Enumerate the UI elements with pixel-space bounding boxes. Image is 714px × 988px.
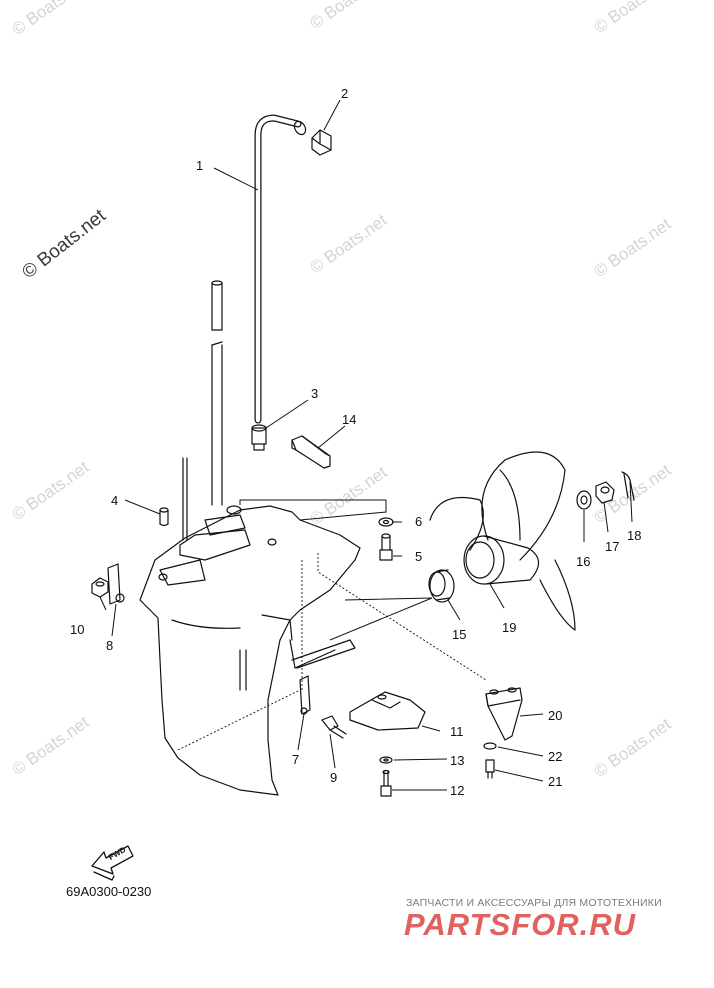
anode-part-7	[299, 675, 311, 715]
callout-15: 15	[452, 627, 467, 642]
shop-tagline: ЗАПЧАСТИ И АКСЕССУАРЫ ДЛЯ МОТОТЕХНИКИ	[406, 897, 662, 909]
callout-9: 9	[330, 770, 338, 785]
dowel-pin-part-4	[159, 507, 169, 527]
cotter-pin-part-18	[621, 471, 635, 501]
bolt-part-5	[379, 533, 393, 561]
washer-part-22	[483, 742, 497, 750]
washer-part-6	[378, 517, 394, 527]
anode-part-8	[107, 563, 125, 605]
callout-11: 11	[450, 724, 464, 739]
washer-part-13	[379, 756, 393, 764]
lower-case-housing	[139, 505, 361, 796]
reference-dashed-lines	[177, 553, 487, 751]
callout-22: 22	[548, 749, 563, 764]
callout-21: 21	[548, 774, 563, 789]
callout-19: 19	[502, 620, 517, 635]
callout-6: 6	[415, 514, 423, 529]
callout-8: 8	[106, 638, 114, 653]
callout-1: 1	[196, 158, 204, 173]
callout-7: 7	[292, 752, 300, 767]
callout-10: 10	[70, 622, 85, 637]
nut-part-17	[595, 481, 615, 504]
propeller-part-19	[429, 451, 576, 631]
diagram-code: 69A0300-0230	[66, 884, 152, 899]
shop-logo[interactable]: PARTSFOR.RU	[404, 907, 637, 942]
drive-shaft	[211, 280, 223, 506]
fwd-arrow-icon	[91, 845, 134, 881]
callout-16: 16	[576, 554, 591, 569]
callout-17: 17	[605, 539, 620, 554]
bracket-part-14	[291, 435, 331, 469]
spacer-part-15	[428, 569, 455, 603]
callout-20: 20	[548, 708, 563, 723]
bolt-part-21	[485, 759, 495, 779]
cover-part-11	[349, 691, 426, 731]
screw-part-9	[321, 715, 347, 739]
fin-part-20	[485, 687, 523, 741]
callout-12: 12	[450, 783, 465, 798]
callout-3: 3	[311, 386, 319, 401]
washer-part-16	[576, 490, 592, 510]
shift-rod	[182, 457, 188, 541]
callout-14: 14	[342, 412, 357, 427]
leader-lines	[99, 99, 633, 791]
callout-4: 4	[111, 493, 119, 508]
callout-5: 5	[415, 549, 423, 564]
callout-13: 13	[450, 753, 465, 768]
callout-2: 2	[341, 86, 349, 101]
water-tube-part-1	[254, 114, 307, 424]
seal-part-3	[251, 424, 267, 451]
bolt-part-12	[380, 769, 392, 797]
callout-18: 18	[627, 528, 642, 543]
nut-part-10	[91, 577, 109, 598]
grommet-part-2	[311, 129, 332, 156]
